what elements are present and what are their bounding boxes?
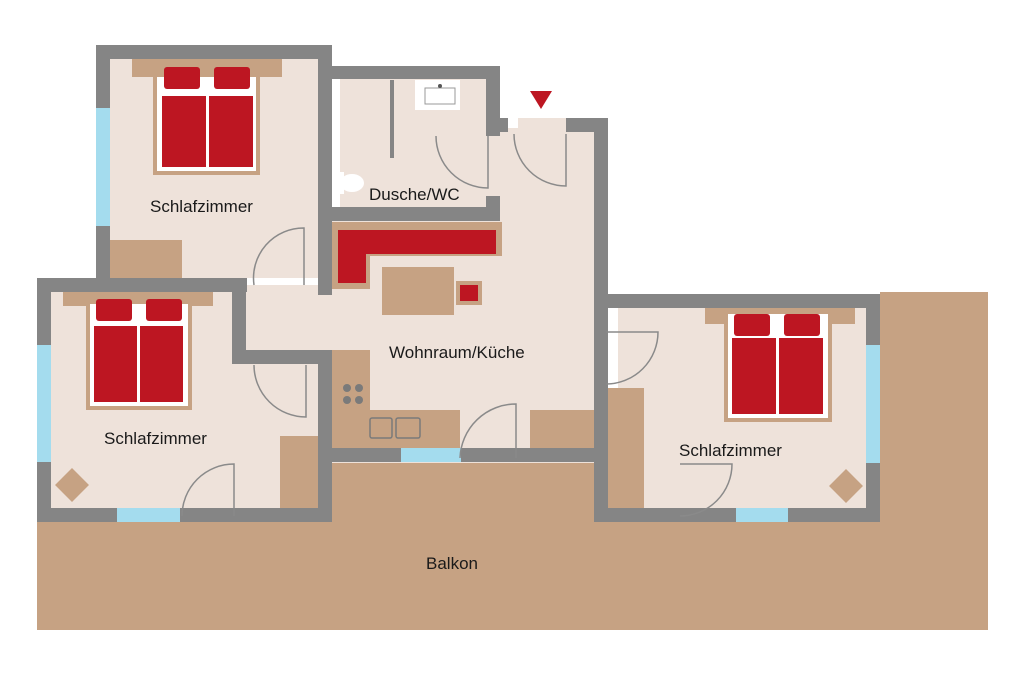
pillow bbox=[164, 67, 200, 89]
window bbox=[96, 108, 110, 226]
window bbox=[117, 508, 180, 522]
furniture bbox=[55, 59, 863, 508]
doors bbox=[181, 133, 733, 517]
room-label-bedroom-top-left: Schlafzimmer bbox=[150, 197, 253, 216]
windows bbox=[37, 108, 880, 522]
door-swing bbox=[459, 403, 517, 459]
hob-burner bbox=[343, 384, 351, 392]
pillow bbox=[96, 299, 132, 321]
door-swing bbox=[513, 133, 567, 187]
room-label-bedroom-left: Schlafzimmer bbox=[104, 429, 207, 448]
bed-mattress bbox=[94, 326, 137, 402]
hob-burner bbox=[355, 396, 363, 404]
hob-burner bbox=[355, 384, 363, 392]
sink bbox=[415, 80, 460, 110]
pillow bbox=[214, 67, 250, 89]
bed-mattress bbox=[140, 326, 183, 402]
pillow bbox=[734, 314, 770, 336]
bed-mattress bbox=[162, 96, 206, 167]
door-swing bbox=[435, 135, 489, 189]
door-swing bbox=[605, 331, 659, 385]
door-swing bbox=[679, 463, 733, 517]
window bbox=[401, 448, 461, 462]
kitchen-cabinet bbox=[530, 410, 594, 448]
dining-table bbox=[382, 267, 454, 315]
wardrobe bbox=[608, 388, 644, 508]
bed-mattress bbox=[732, 338, 776, 414]
window bbox=[736, 508, 788, 522]
door-swing bbox=[253, 364, 307, 418]
sink bbox=[369, 417, 393, 439]
toilet-bowl bbox=[340, 174, 364, 192]
entrance-opening bbox=[518, 118, 566, 132]
room-label-balcony: Balkon bbox=[426, 554, 478, 573]
room-label-bathroom: Dusche/WC bbox=[369, 185, 460, 204]
pillow bbox=[784, 314, 820, 336]
room-label-bedroom-right: Schlafzimmer bbox=[679, 441, 782, 460]
bed-mattress bbox=[209, 96, 253, 167]
sofa bbox=[338, 230, 366, 283]
bed-mattress bbox=[779, 338, 823, 414]
pillow bbox=[146, 299, 182, 321]
room-label-living-kitchen: Wohnraum/Küche bbox=[389, 343, 525, 362]
window bbox=[37, 345, 51, 462]
wardrobe bbox=[110, 240, 182, 278]
toilet-tank bbox=[332, 172, 344, 194]
hob-burner bbox=[343, 396, 351, 404]
wardrobe bbox=[280, 436, 318, 508]
entrance-arrow-icon bbox=[530, 91, 552, 109]
window bbox=[866, 345, 880, 463]
side-table bbox=[829, 469, 863, 503]
door-swing bbox=[252, 227, 305, 286]
door-swing bbox=[181, 463, 235, 517]
